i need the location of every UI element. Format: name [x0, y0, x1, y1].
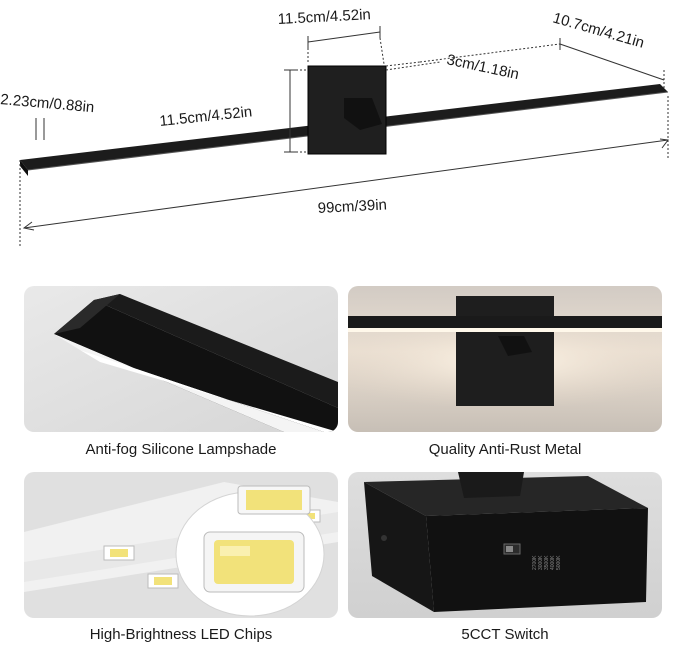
caption-metal: Quality Anti-Rust Metal: [428, 441, 582, 458]
led-chips-image: [24, 472, 338, 618]
mounted-fixture-image: [348, 286, 662, 432]
dim-mount-width: [307, 26, 385, 65]
label-total-length: 99cm/39in: [317, 196, 387, 217]
dim-bar-thickness: [19, 118, 45, 246]
caption-led: High-Brightness LED Chips: [89, 626, 273, 643]
dimension-diagram: 11.5cm/4.52in 11.5cm/4.52in 3cm/1.18in 1…: [0, 6, 669, 246]
cct-mark: 3000K: [538, 555, 544, 570]
panel-led: [24, 472, 338, 618]
panel-switch: 2700K 3000K 3500K 4000K 5000K: [348, 472, 662, 618]
label-mount-height: 11.5cm/4.52in: [159, 103, 253, 130]
cct-mark: 2700K: [532, 555, 538, 570]
dim-bar-depth: [419, 38, 665, 88]
label-mount-width: 11.5cm/4.52in: [277, 6, 371, 28]
panel-lampshade: [24, 286, 338, 432]
caption-switch: 5CCT Switch: [461, 626, 549, 643]
panel-metal: [348, 286, 662, 432]
led-chip-small: [103, 545, 135, 561]
dim-mount-height: [284, 69, 308, 153]
cct-mark: 3500K: [544, 555, 550, 570]
cct-mark: 5000K: [556, 555, 562, 570]
mount-arm: [344, 98, 382, 130]
dim-total-length: [22, 96, 669, 231]
cct-switch-image: 2700K 3000K 3500K 4000K 5000K: [348, 472, 662, 618]
led-chip-small: [147, 573, 179, 589]
caption-lampshade: Anti-fog Silicone Lampshade: [85, 441, 277, 458]
led-chip-magnified-main: [203, 531, 305, 593]
cct-mark: 4000K: [550, 555, 556, 570]
cct-switch-marks: 2700K 3000K 3500K 4000K 5000K: [532, 555, 562, 570]
dim-arm-depth: [385, 61, 441, 71]
label-bar-thickness: 2.23cm/0.88in: [0, 91, 95, 116]
label-arm-depth: 3cm/1.18in: [445, 51, 520, 83]
lampshade-closeup-image: [24, 286, 338, 432]
led-chip-magnified-top: [237, 485, 311, 515]
